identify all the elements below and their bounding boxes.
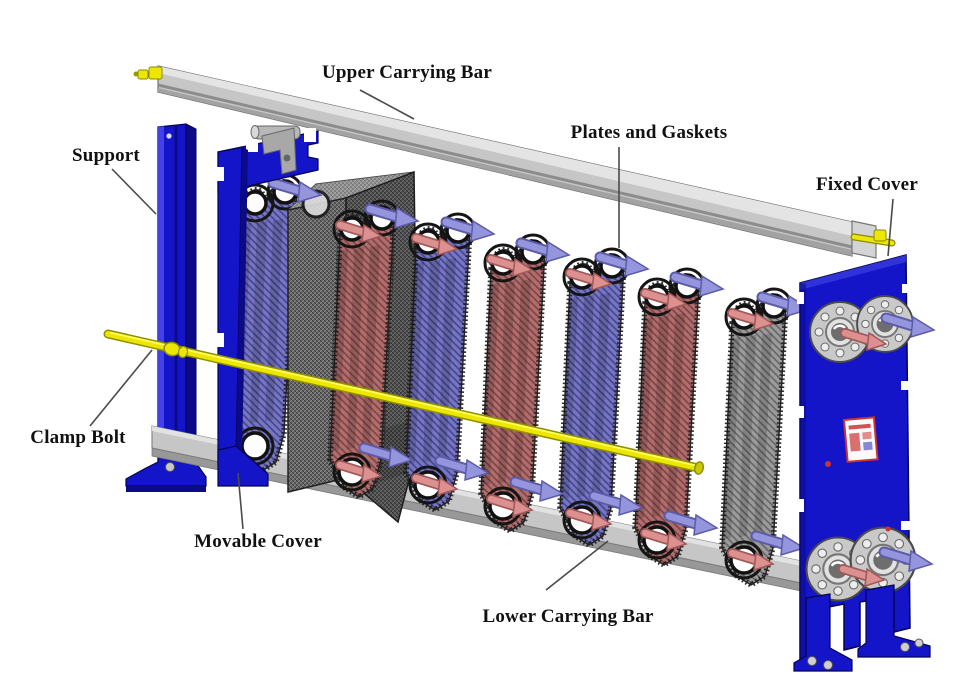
leader-lines (89, 89, 894, 591)
label-clamp-bolt: Clamp Bolt (30, 427, 126, 448)
roller-bracket-icon (250, 125, 301, 175)
movable-cover-graphic (215, 125, 319, 487)
tightening-nut-left-icon (133, 66, 163, 80)
upper-carrying-bar-graphic (133, 65, 896, 259)
clamp-bolt-graphic (103, 329, 705, 475)
support-column-graphic (125, 123, 207, 492)
label-lower-carrying-bar: Lower Carrying Bar (482, 606, 654, 627)
tightening-nut-right-icon (850, 229, 896, 247)
label-fixed-cover: Fixed Cover (816, 174, 918, 195)
label-movable-cover: Movable Cover (194, 531, 322, 552)
label-plates-and-gaskets: Plates and Gaskets (570, 122, 728, 143)
cover-feet (793, 584, 931, 672)
label-upper-carrying-bar: Upper Carrying Bar (321, 62, 493, 83)
label-support: Support (72, 145, 140, 166)
nameplate (842, 416, 879, 463)
fixed-cover-graphic (793, 254, 934, 672)
